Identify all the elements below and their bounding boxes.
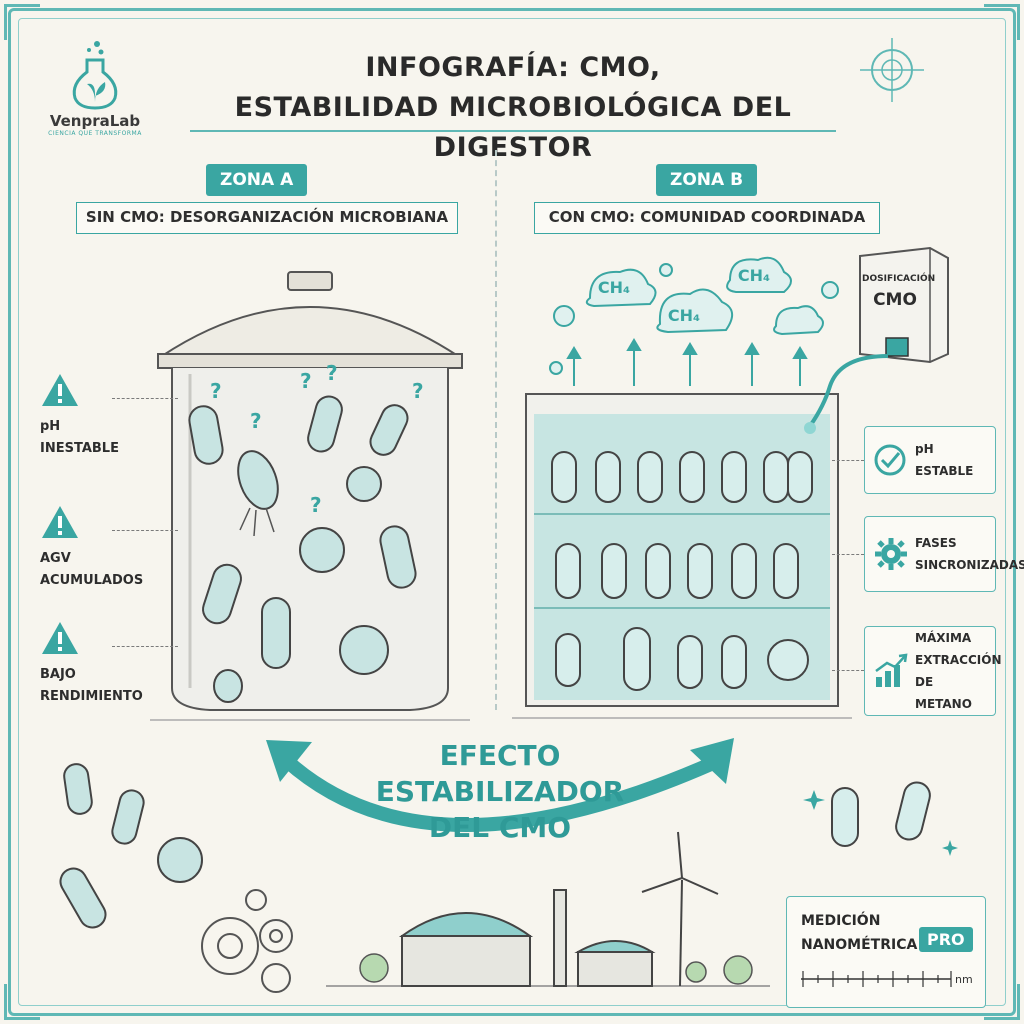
measurement-title: MEDICIÓN NANOMÉTRICA <box>801 909 917 957</box>
warning-triangle-icon <box>42 374 78 406</box>
methane-label: CH₄ <box>737 266 771 285</box>
benefit-line: SINCRONIZADAS <box>915 558 1024 572</box>
page-title: INFOGRAFÍA: CMO, ESTABILIDAD MICROBIOLÓG… <box>190 48 836 168</box>
effect-line: EFECTO <box>439 739 561 772</box>
svg-text:?: ? <box>250 409 262 433</box>
svg-text:?: ? <box>210 379 222 403</box>
doser-label-line: CMO <box>873 290 917 310</box>
ruler-icon <box>801 971 952 987</box>
gear-icon <box>875 538 907 570</box>
happy-microbes <box>803 781 958 856</box>
flask-leaf-icon <box>72 41 118 110</box>
stabilizing-arrow <box>266 738 734 832</box>
warning-label: BAJO RENDIMIENTO <box>40 664 160 708</box>
loose-microbes-and-gears <box>59 763 293 993</box>
measurement-box: MEDICIÓN NANOMÉTRICA PRO nm <box>786 896 986 1008</box>
brand-logo: VenpraLab CIENCIA QUE TRANSFORMA <box>40 38 150 137</box>
leader-line <box>832 670 864 671</box>
warning-label: AGV ACUMULADOS <box>40 548 160 592</box>
title-line-1: INFOGRAFÍA: CMO, <box>365 52 661 83</box>
zone-b-label: ZONA B <box>656 164 758 196</box>
corner-ornament <box>4 4 40 40</box>
title-underline <box>190 130 836 132</box>
biogas-plant-illustration <box>326 831 770 987</box>
warning-ph-unstable: pH INESTABLE <box>40 372 160 460</box>
brand-tagline: CIENCIA QUE TRANSFORMA <box>48 130 142 137</box>
benefit-text: FASES SINCRONIZADAS <box>915 532 1024 576</box>
benefit-card-max-methane: MÁXIMA EXTRACCIÓN DE METANO <box>864 626 1002 716</box>
methane-label: CH₄ <box>667 306 701 325</box>
ruler-unit: nm <box>955 973 973 986</box>
svg-text:?: ? <box>326 361 338 385</box>
crosshair-icon <box>860 38 924 102</box>
outer-frame <box>8 8 1016 1016</box>
dosing-hose <box>804 354 889 434</box>
title-line-2: ESTABILIDAD MICROBIOLÓGICA DEL DIGESTOR <box>234 92 792 163</box>
warning-text: BAJO <box>40 667 76 682</box>
benefit-text: pH ESTABLE <box>915 438 991 482</box>
tank-a-illustration: ?? ?? ?? <box>150 271 470 721</box>
zone-b-banner: CON CMO: COMUNIDAD COORDINADA <box>534 202 880 234</box>
benefit-line: FASES <box>915 536 957 550</box>
biogas-bubbles <box>549 256 839 386</box>
warning-text: INESTABLE <box>40 441 119 456</box>
leader-line <box>112 398 178 399</box>
zone-divider <box>495 150 497 710</box>
corner-ornament <box>4 984 40 1020</box>
pro-badge: PRO <box>919 927 973 952</box>
warning-triangle-icon <box>42 506 78 538</box>
leader-line <box>112 646 178 647</box>
leader-line <box>832 460 864 461</box>
doser-housing <box>859 246 949 364</box>
benefit-text: MÁXIMA EXTRACCIÓN DE METANO <box>915 627 1002 715</box>
brand-name: VenpraLab <box>49 112 141 130</box>
zone-a-banner: SIN CMO: DESORGANIZACIÓN MICROBIANA <box>76 202 458 234</box>
benefit-line: EXTRACCIÓN <box>915 653 1002 667</box>
corner-ornament <box>984 984 1020 1020</box>
measurement-line: NANOMÉTRICA <box>801 937 918 953</box>
bar-chart-up-icon <box>875 653 908 687</box>
leader-line <box>832 554 864 555</box>
svg-text:?: ? <box>412 379 424 403</box>
measurement-line: MEDICIÓN <box>801 913 881 929</box>
effect-line: ESTABILIZADOR <box>375 775 625 808</box>
warning-text: AGV <box>40 551 71 566</box>
svg-text:?: ? <box>310 493 322 517</box>
svg-text:?: ? <box>300 369 312 393</box>
warning-agv-accumulated: AGV ACUMULADOS <box>40 504 160 592</box>
zone-a-label: ZONA A <box>206 164 308 196</box>
check-circle-icon <box>874 444 906 476</box>
tank-b-illustration <box>512 393 852 719</box>
benefit-card-ph-stable: pH ESTABLE <box>864 426 996 494</box>
benefit-line: ESTABLE <box>915 464 974 478</box>
doser-label-line: DOSIFICACIÓN <box>862 274 936 284</box>
doser-label: DOSIFICACIÓN CMO <box>862 274 936 310</box>
benefit-line: MÁXIMA <box>915 631 972 645</box>
benefit-line: pH <box>915 442 934 456</box>
corner-ornament <box>984 4 1020 40</box>
warning-triangle-icon <box>42 622 78 654</box>
warning-text: RENDIMIENTO <box>40 689 143 704</box>
benefit-line: DE METANO <box>915 675 972 711</box>
leader-line <box>112 530 178 531</box>
warning-text: ACUMULADOS <box>40 573 144 588</box>
warning-label: pH INESTABLE <box>40 416 160 460</box>
warning-text: pH <box>40 419 61 434</box>
inner-frame <box>18 18 1006 1006</box>
cmo-dosing-device: DOSIFICACIÓN CMO <box>858 246 950 364</box>
effect-line: DEL CMO <box>428 811 572 844</box>
warning-low-yield: BAJO RENDIMIENTO <box>40 620 160 708</box>
benefit-card-phases-synchronized: FASES SINCRONIZADAS <box>864 516 1024 592</box>
methane-label: CH₄ <box>597 278 631 297</box>
effect-label: EFECTO ESTABILIZADOR DEL CMO <box>360 738 640 846</box>
